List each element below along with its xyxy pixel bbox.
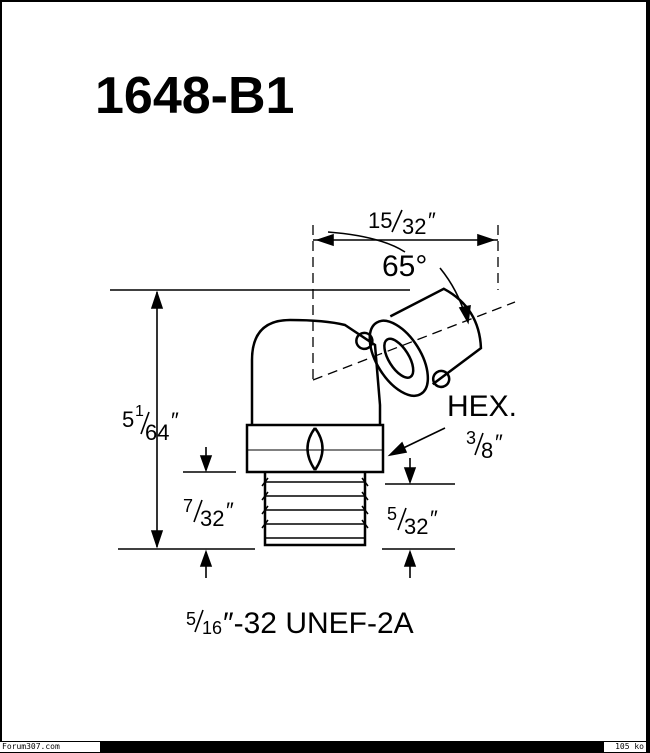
hex-leader-arrow — [387, 427, 446, 457]
nozzle-head — [355, 287, 483, 397]
angle-arc — [439, 267, 471, 325]
top-width-unit: ″ — [428, 208, 436, 233]
hex-size-unit: ″ — [495, 430, 503, 455]
footer-size: 105 ko — [604, 742, 646, 752]
center-lines — [312, 225, 516, 381]
thread-spec-num: 5 — [186, 609, 196, 629]
thread-right-unit: ″ — [430, 506, 438, 531]
overall-height-unit: ″ — [171, 408, 179, 433]
part-number-title: 1648-B1 — [95, 67, 294, 125]
thread-right-dimension — [382, 458, 455, 578]
overall-height-den: 64 — [145, 420, 169, 445]
overall-height-slash — [140, 411, 150, 435]
thread-length-unit: ″ — [226, 498, 234, 523]
hex-size-den: 8 — [481, 438, 493, 463]
technical-drawing: 1648-B1 15 32 ″ 65° — [95, 67, 517, 640]
hex-label: HEX. — [447, 390, 517, 423]
overall-height-num: 1 — [135, 403, 144, 420]
hex-size-slash — [474, 432, 484, 456]
thread-right-slash — [397, 507, 407, 531]
thread-length-slash — [193, 499, 203, 523]
thread-length-dimension — [183, 447, 236, 578]
angle-label: 65° — [382, 250, 427, 283]
drawing-sheet: 1648-B1 15 32 ″ 65° — [2, 2, 646, 741]
thread-right-den: 32 — [404, 514, 428, 539]
thread-spec-text: ″-32 UNEF-2A — [223, 607, 414, 640]
top-width-num: 15 — [368, 208, 392, 233]
thread-spec-den: 16 — [202, 618, 222, 638]
thread-right-num: 5 — [387, 504, 397, 524]
thread-length-den: 32 — [200, 506, 224, 531]
overall-height-dimension — [110, 289, 410, 550]
fitting-outline — [245, 318, 385, 547]
thread-spec-slash — [194, 609, 204, 633]
thread-length-num: 7 — [183, 496, 193, 516]
overall-height-whole: 5 — [122, 407, 134, 432]
hex-size-num: 3 — [466, 428, 476, 448]
top-width-slash — [391, 209, 403, 233]
footer-source: Forum307.com — [0, 742, 100, 752]
top-width-den: 32 — [402, 214, 426, 239]
top-width-dimension — [313, 231, 498, 253]
footer-bar: Forum307.com 105 ko — [0, 741, 650, 753]
